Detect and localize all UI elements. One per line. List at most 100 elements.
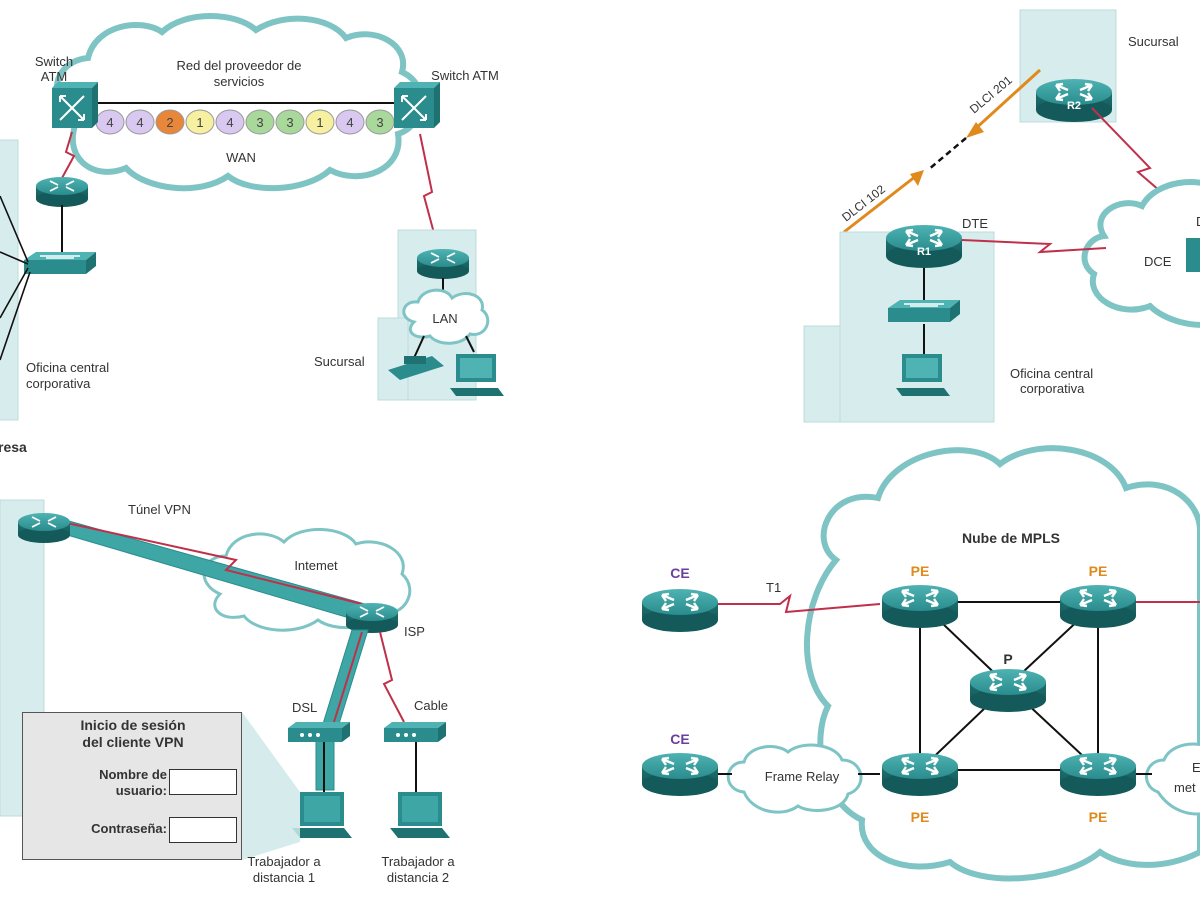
q4-p-label: P [1003,651,1012,667]
atm-cell-label: 1 [196,115,203,130]
atm-cell-label: 4 [346,115,353,130]
q3-worker1-label-2: distancia 1 [253,870,315,885]
q3-internet-label: Intemet [294,558,338,573]
q3-isp-cable-link [379,631,405,723]
q4-p-router [968,667,1048,714]
q1-branch-pc [450,354,504,396]
q1-hq-label-2: corporativa [26,376,91,391]
atm-cell-label: 1 [316,115,323,130]
q3-login-callout [242,712,300,860]
atm-cell [335,109,365,135]
q1-link-hq [61,131,76,179]
atm-cell [245,109,275,135]
atm-cell [215,109,245,135]
q1-switch-left-label-2: ATM [41,69,67,84]
q2-virtual-circuit [927,137,967,171]
q3-tunnel-label: Túnel VPN [128,502,191,517]
q2-r1-link [961,239,1107,254]
q4-mpls-diagram: Nube de MPLS T1 Frame Relay E met CE CE [640,445,1200,882]
q1-ip-phone [388,356,444,380]
q1-branch-building-annex [377,317,409,401]
q1-wan-label: WAN [226,150,256,165]
q1-hq-switch [23,251,97,275]
atm-cell-label: 3 [376,115,383,130]
q3-laptop-1 [292,792,352,838]
q4-pe-router-tr [1058,583,1138,630]
q3-laptop-2 [390,792,450,838]
q2-cloud-edge-device [1186,238,1200,272]
q2-branch-label: Sucursal [1128,34,1179,49]
atm-cell-label: 4 [106,115,113,130]
q4-pe-tr-label: PE [1089,563,1108,579]
vpn-login-title-line-1: Inicio de sesión [80,717,186,733]
q1-atm-switch-right [393,81,441,129]
q3-isp-router [345,602,399,634]
q4-pe-router-bl [880,751,960,798]
atm-cell [275,109,305,135]
q1-lan-phone-link [413,335,425,359]
q1-atm-switch-left [51,81,99,129]
q2-frame-relay-diagram: Sucursal R2 DLCI 201 DLCI 102 D DCE R1 D… [803,9,1200,423]
q1-lan-cloud [402,288,490,345]
password-input[interactable] [169,817,237,843]
q1-switch-right-label: Switch ATM [431,68,499,83]
q4-t1-link [718,593,881,614]
q4-cut-label-1: E [1192,760,1200,775]
q2-dlci-102-arrow [843,174,917,234]
q1-hq-router [35,176,89,208]
username-input[interactable] [169,769,237,795]
q4-pe-br-label: PE [1089,809,1108,825]
q4-cut-label-2: met [1174,780,1196,795]
q3-cable-label: Cable [414,698,448,713]
q3-isp-label: ISP [404,624,425,639]
q2-hq-label-2: corporativa [1020,381,1085,396]
vpn-login-panel: Inicio de sesión del cliente VPN Nombre … [22,712,242,860]
q1-link-branch [419,133,439,249]
q1-cut-label: resa [0,439,27,455]
q4-t1-label: T1 [766,580,781,595]
q4-cloud-title: Nube de MPLS [962,530,1060,546]
q1-lan-pc-link [465,335,475,353]
q1-cloud-label-1: Red del proveedor de [176,58,301,73]
q3-isp-dsl-link [333,631,363,723]
q1-lan-label: LAN [432,311,457,326]
username-label: Nombre de usuario: [63,767,167,799]
q3-vpn-diagram: Intemet Túnel VPN ISP DSL Cable Trabajad… [0,499,455,885]
atm-cell [185,109,215,135]
q4-frame-relay-cloud [726,743,863,814]
q2-r1-label: R1 [917,246,931,258]
atm-cell [155,109,185,135]
q2-dlci-201-arrowhead [966,122,984,138]
q1-branch-label: Sucursal [314,354,365,369]
q4-ce-router-bottom [640,751,720,798]
q3-tunnel-link [43,517,363,605]
q4-pe-router-br [1058,751,1138,798]
atm-cell-label: 4 [136,115,143,130]
q3-worker1-label-1: Trabajador a [247,854,321,869]
q3-worker2-label-1: Trabajador a [381,854,455,869]
q2-hq-switch [887,299,961,323]
q1-cloud-label-2: servicios [214,74,265,89]
q2-dce-label: DCE [1144,254,1172,269]
q2-dlci-201-label: DLCI 201 [967,73,1015,117]
password-label: Contraseña: [91,821,167,836]
q4-ce-top-label: CE [670,565,689,581]
q3-hq-router [17,512,71,544]
atm-cell [125,109,155,135]
q1-hq-building [0,139,19,421]
atm-cell-label: 2 [166,115,173,130]
atm-cell-label: 3 [286,115,293,130]
vpn-login-title-line-2: del cliente VPN [82,734,184,750]
q3-cable-modem [384,722,446,742]
q4-pe-router-tl [880,583,960,630]
q1-branch-router [416,248,470,280]
q2-dte-cut-label: D [1196,214,1200,229]
q2-dlci-201-arrow [972,68,1042,132]
q4-frame-relay-label: Frame Relay [765,769,840,784]
q2-dte-label: DTE [962,216,988,231]
q1-hq-label-1: Oficina central [26,360,109,375]
q3-worker2-label-2: distancia 2 [387,870,449,885]
